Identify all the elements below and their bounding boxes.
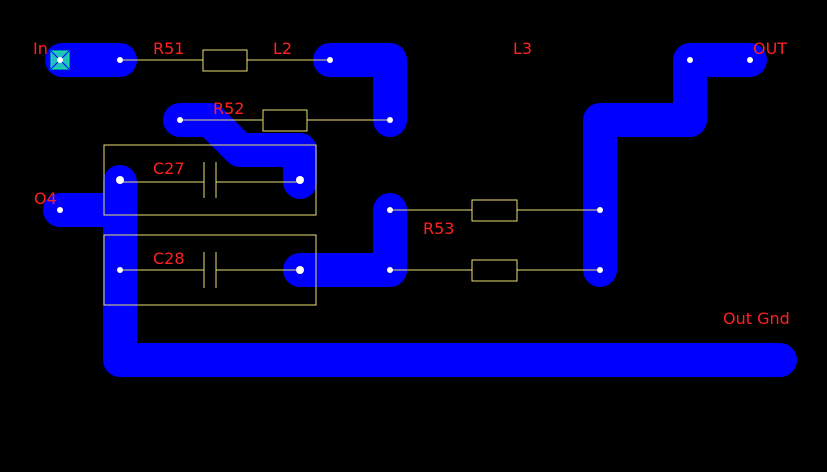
- pad: [387, 117, 393, 123]
- label-l3: L3: [513, 39, 532, 58]
- pad: [57, 57, 63, 63]
- pad: [117, 57, 123, 63]
- c28-outline: [103, 234, 317, 306]
- label-r53: R53: [423, 219, 454, 238]
- pad: [387, 207, 393, 213]
- c27-outline: [103, 144, 317, 216]
- pad: [687, 57, 693, 63]
- label-l2: L2: [273, 39, 292, 58]
- pad: [597, 207, 603, 213]
- trace-l2: [313, 43, 407, 137]
- label-out-gnd: Out Gnd: [723, 309, 790, 328]
- pad: [57, 207, 63, 213]
- pad: [327, 57, 333, 63]
- label-r51: R51: [153, 39, 184, 58]
- label-c27: C27: [153, 159, 185, 178]
- silkscreen: [103, 49, 600, 306]
- pad: [747, 57, 753, 63]
- trace-l3-out: [583, 43, 767, 287]
- label-c28: C28: [153, 249, 185, 268]
- label-r52: R52: [213, 99, 244, 118]
- pad: [116, 176, 124, 184]
- pad: [117, 267, 123, 273]
- pad: [177, 117, 183, 123]
- pad: [296, 266, 304, 274]
- label-o4: O4: [34, 189, 57, 208]
- pad: [387, 267, 393, 273]
- label-out: OUT: [753, 39, 787, 58]
- pad: [597, 267, 603, 273]
- pads: [57, 57, 753, 274]
- pad: [296, 176, 304, 184]
- label-in: In: [33, 39, 48, 58]
